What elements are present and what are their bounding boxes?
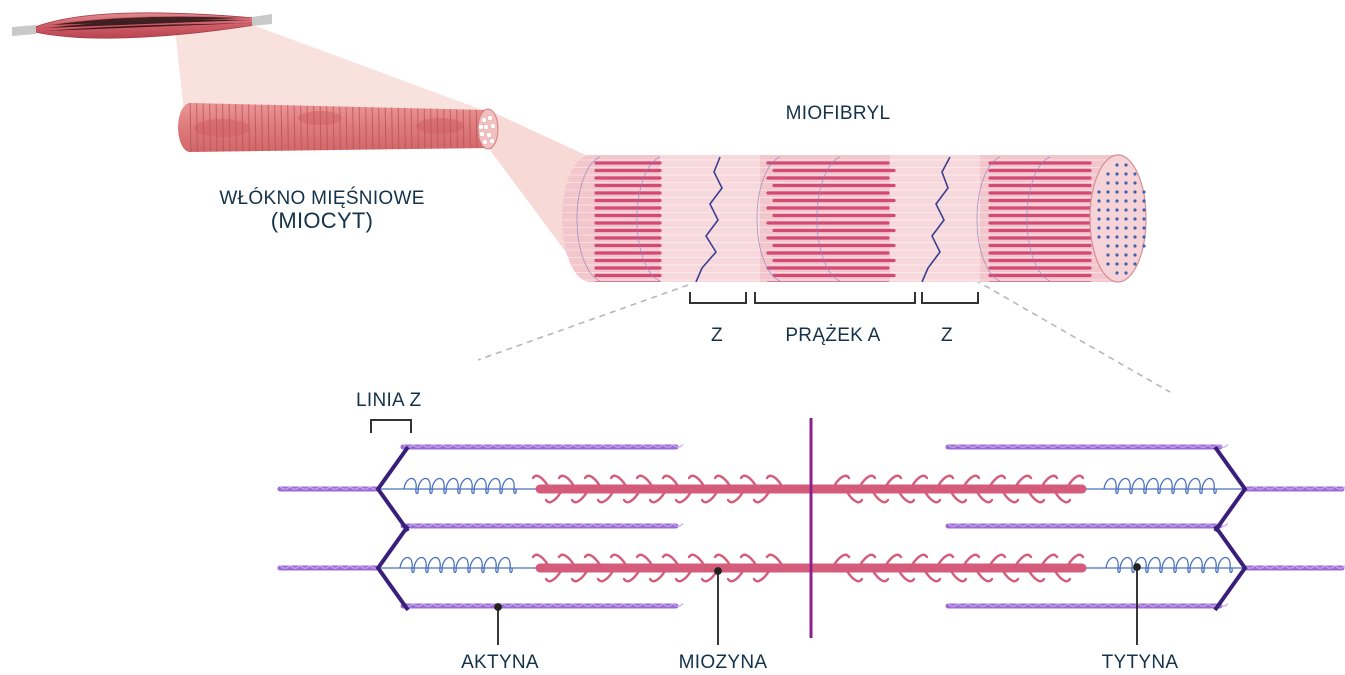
myosin-filament xyxy=(533,555,1083,582)
titin-spring xyxy=(1082,558,1243,573)
actin-filament xyxy=(1245,487,1345,490)
actin-filament xyxy=(403,524,683,527)
myosin-filament xyxy=(533,476,1083,503)
myofibril-label: MIOFIBRYL xyxy=(786,103,891,125)
titin-spring xyxy=(380,558,545,573)
myofibril-cylinder xyxy=(560,150,1146,303)
actin-filament xyxy=(403,604,683,607)
z-line-label: LINIA Z xyxy=(356,390,421,412)
z-band-label-left: Z xyxy=(711,325,723,347)
titin-label: TYTYNA xyxy=(1102,652,1179,674)
actin-filament xyxy=(948,445,1228,448)
muscle-fiber-label-line2: (MIOCYT) xyxy=(219,210,424,232)
titin-spring xyxy=(1082,479,1243,494)
myosin-label: MIOZYNA xyxy=(679,652,768,674)
a-band-label: PRĄŻEK A xyxy=(785,325,880,347)
titin-spring xyxy=(380,479,545,494)
actin-label: AKTYNA xyxy=(461,652,539,674)
actin-filament xyxy=(280,487,380,490)
z-line-bracket xyxy=(371,420,411,433)
sarcomere xyxy=(280,418,1345,638)
actin-filament xyxy=(403,445,683,448)
actin-filament xyxy=(1245,566,1345,569)
band-brackets xyxy=(690,292,978,303)
actin-filament xyxy=(280,566,380,569)
z-band-label-right: Z xyxy=(941,325,953,347)
muscle-fiber-label-line1: WŁÓKNO MIĘŚNIOWE xyxy=(219,188,424,210)
actin-filament xyxy=(948,604,1228,607)
muscle-fiber-label: WŁÓKNO MIĘŚNIOWE (MIOCYT) xyxy=(219,188,424,232)
actin-filament xyxy=(948,524,1228,527)
